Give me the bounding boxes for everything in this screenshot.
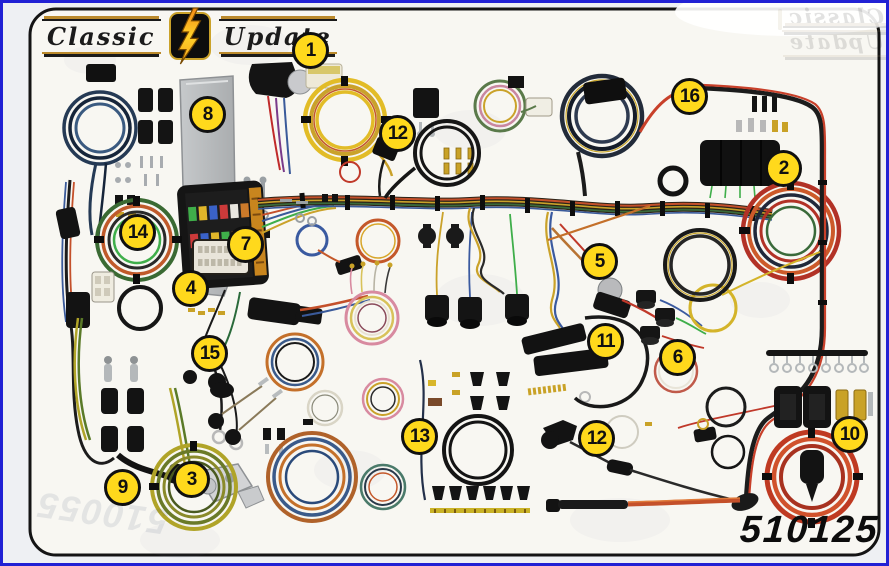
pink-wire-coil (344, 260, 400, 346)
pink-coil-13 (361, 377, 405, 421)
callout-8: 8 (189, 96, 226, 133)
wiper-pigtail-12b (541, 415, 735, 502)
lightning-bolt-icon (168, 7, 211, 65)
column-connectors-11 (521, 315, 650, 409)
card-frame (28, 7, 881, 557)
callout-12: 12 (379, 115, 416, 152)
yellow-wire-ring (688, 283, 738, 333)
brand-logo: Classic Update (42, 7, 337, 65)
green-pink-coil (473, 76, 553, 133)
callout-13: 13 (401, 418, 438, 455)
callout-4: 4 (172, 270, 209, 307)
callout-2: 2 (765, 150, 802, 187)
red-wire-coil-10 (762, 428, 863, 528)
maxi-fuse-block (774, 386, 873, 435)
callout-10: 10 (831, 416, 868, 453)
callout-12: 12 (578, 420, 615, 457)
callout-3: 3 (173, 461, 210, 498)
blue-wire-coil (62, 64, 138, 241)
orange-coil-mid (265, 332, 325, 392)
ring-terminal-shelf (766, 350, 869, 373)
bulkhead-sockets (425, 211, 529, 329)
callout-9: 9 (104, 469, 141, 506)
main-harness-spine (257, 192, 773, 221)
right-loom (638, 83, 827, 511)
callout-7: 7 (227, 226, 264, 263)
white-patch (675, 0, 889, 36)
dark-coil-700 (663, 228, 737, 302)
sensor-pigtails (208, 376, 344, 454)
teal-coil-13 (359, 463, 407, 511)
black-coil-mid-bottom (442, 414, 514, 486)
black-loop-coil (383, 119, 481, 199)
engine-coil-16 (559, 73, 645, 197)
callout-11: 11 (587, 323, 624, 360)
relay-block-2 (657, 96, 788, 199)
grommet-row (430, 486, 530, 513)
washers-and-screws (280, 194, 338, 226)
firewall-grommets (418, 224, 464, 248)
callout-6: 6 (659, 339, 696, 376)
relay-connector (188, 294, 371, 326)
callout-5: 5 (581, 243, 618, 280)
switch-kit (138, 88, 173, 186)
callout-14: 14 (119, 214, 156, 251)
callout-16: 16 (671, 78, 708, 115)
callout-15: 15 (191, 335, 228, 372)
callout-1: 1 (292, 32, 329, 69)
blue-orange-coil (266, 431, 358, 523)
grommet-set (428, 372, 510, 410)
left-loom (55, 179, 163, 465)
yellow-wire-coil-top (301, 76, 394, 177)
antenna-cable (546, 497, 741, 512)
logo-word-classic: Classic (42, 18, 161, 54)
